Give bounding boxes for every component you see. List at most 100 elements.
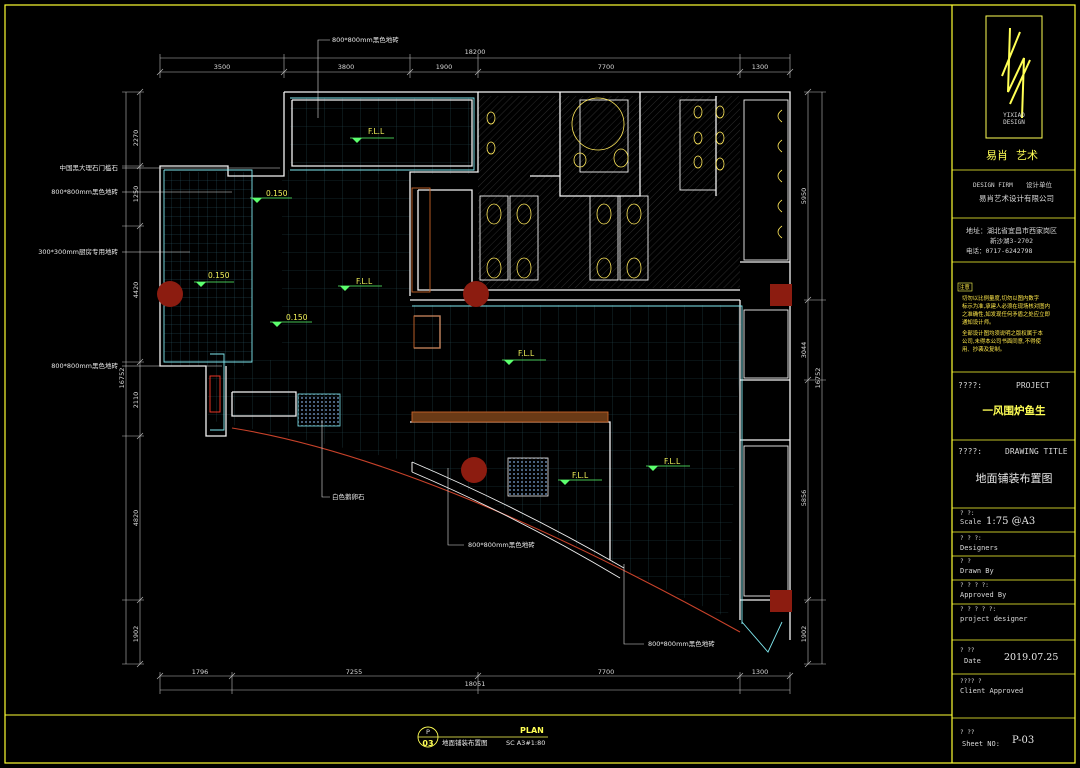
note-label: 注意 — [959, 283, 970, 291]
plan-tag-p: P — [426, 728, 430, 736]
plan-tag-scale: SC A3#1:80 — [506, 739, 545, 747]
curved-facade — [231, 427, 741, 633]
note-line-5: 全部设计图均须说明之版权属于本 — [962, 329, 1043, 337]
level-4: 0.150 — [286, 313, 308, 322]
dims-bottom: 1796 7255 7700 1300 18051 — [192, 668, 769, 688]
design-firm-label: DESIGN FIRM — [973, 182, 1013, 189]
callout-5: 800*800mm黑色地砖 — [51, 361, 118, 370]
toilet-stalls — [479, 99, 789, 597]
pd-label: project designer — [960, 615, 1027, 623]
firm-name: 易肖艺术设计有限公司 — [979, 193, 1054, 203]
title-block-rules — [952, 169, 1075, 719]
callout-1: 800*800mm黑色地砖 — [332, 35, 399, 44]
callout-7: 800*800mm黑色地砖 — [468, 540, 535, 549]
level-3: 0.150 — [208, 271, 230, 280]
carpet-grid — [507, 457, 549, 497]
dim-left-3: 4420 — [132, 282, 140, 299]
fixtures — [486, 97, 783, 279]
project-prefix: ????: — [958, 381, 982, 390]
address-1: 地址：湖北省宜昌市西家岗区 — [966, 226, 1057, 235]
dim-left-2: 1250 — [132, 186, 140, 203]
callout-leaders — [122, 39, 644, 645]
dim-right-3: 5856 — [800, 490, 808, 507]
dim-top-5: 1300 — [752, 63, 769, 71]
designers-label: Designers — [960, 544, 998, 552]
dim-left-1: 2270 — [132, 130, 140, 147]
level-markers — [196, 138, 658, 485]
dim-left-4: 2110 — [132, 392, 140, 409]
dim-right-4: 1902 — [800, 626, 808, 643]
drawn-label: Drawn By — [960, 567, 994, 575]
dim-right-1: 5950 — [800, 188, 808, 205]
approved-label: Approved By — [960, 591, 1006, 599]
scale-prefix: ? ?: — [960, 510, 974, 517]
dims-left: 16752 2270 1250 4420 2110 4820 1902 — [118, 130, 140, 643]
dim-right-total: 16752 — [814, 368, 822, 389]
project-name: 一风围炉鱼生 — [983, 404, 1046, 417]
structural-columns — [157, 281, 792, 612]
dim-bottom-2: 7255 — [346, 668, 363, 676]
logo-en-2: DESIGN — [1003, 119, 1025, 126]
level-8: F.L.L — [664, 457, 681, 466]
pd-prefix: ? ? ? ? ?: — [960, 606, 996, 613]
date-value: 2019.07.25 — [1004, 652, 1058, 663]
level-texts: F.L.L 0.150 0.150 0.150 F.L.L F.L.L F.L.… — [208, 127, 681, 480]
dim-left-6: 1902 — [132, 626, 140, 643]
level-6: F.L.L — [518, 349, 535, 358]
address-2: 新沙湖3-2702 — [990, 236, 1033, 245]
level-1: F.L.L — [368, 127, 385, 136]
level-underlines — [194, 137, 690, 481]
logo-cn-2: 艺术 — [1016, 149, 1038, 162]
sheet-prefix: ? ?? — [960, 729, 975, 736]
furniture — [411, 187, 609, 423]
dim-top-total: 18200 — [465, 48, 486, 56]
sheet-value: P-03 — [1012, 735, 1034, 746]
note-line-3: 之准确性,如发现任何矛盾之处应立即 — [962, 310, 1050, 318]
pebble-bed — [297, 393, 341, 427]
approved-prefix: ? ? ? ?: — [960, 582, 989, 589]
level-7: F.L.L — [572, 471, 589, 480]
red-cabinet — [209, 375, 221, 413]
dims-right: 16752 5950 3044 5856 1902 — [800, 188, 822, 643]
drawing-title: 地面铺装布置图 — [976, 472, 1053, 485]
dim-top-3: 1900 — [436, 63, 453, 71]
dim-left-total: 16752 — [118, 368, 126, 389]
plan-tag-label: PLAN — [520, 726, 544, 735]
drawn-prefix: ? ? — [960, 558, 971, 565]
dim-bottom-total: 18051 — [465, 680, 486, 688]
note-line-4: 通知设计师。 — [962, 318, 994, 326]
dimension-ticks — [122, 54, 826, 694]
drawing-title-label: DRAWING TITLE — [1005, 447, 1068, 456]
dim-top-4: 7700 — [598, 63, 615, 71]
dim-bottom-4: 1300 — [752, 668, 769, 676]
plan-tag-title: 地面铺装布置图 — [442, 738, 488, 747]
plan-tag: P 03 PLAN 地面铺装布置图 SC A3#1:80 — [417, 726, 548, 748]
client-prefix: ???? ? — [960, 678, 982, 685]
logo-cn: 易肖 — [986, 148, 1008, 162]
callout-2: 中国黑大理石门槛石 — [60, 163, 119, 172]
title-block-text: YIXIAO DESIGN 易肖 艺术 DESIGN FIRM 设计单位 易肖艺… — [957, 112, 1068, 748]
callout-6: 白色鹅卵石 — [332, 492, 365, 501]
note-line-6: 公司,未得本公司书面同意,不得使 — [962, 337, 1042, 345]
dim-top-2: 3800 — [338, 63, 355, 71]
logo-en-1: YIXIAO — [1003, 112, 1025, 119]
callout-8: 800*800mm黑色地砖 — [648, 639, 715, 648]
dim-bottom-3: 7700 — [598, 668, 615, 676]
design-firm-cn: 设计单位 — [1026, 180, 1053, 189]
floor-tiles — [164, 96, 742, 618]
client-label: Client Approved — [960, 687, 1023, 695]
drawing-title-prefix: ????: — [958, 447, 982, 456]
dims-top: 18200 3500 3800 1900 7700 1300 — [214, 48, 769, 71]
dim-left-5: 4820 — [132, 510, 140, 527]
project-label: PROJECT — [1016, 381, 1050, 390]
level-2: 0.150 — [266, 189, 288, 198]
note-line-7: 用、抄袭及复制。 — [962, 345, 1005, 353]
scale-label: Scale — [960, 518, 981, 526]
dim-bottom-1: 1796 — [192, 668, 209, 676]
dim-right-2: 3044 — [800, 342, 808, 359]
dim-top-1: 3500 — [214, 63, 231, 71]
scale-value: 1:75 @A3 — [986, 516, 1035, 527]
dimension-lines — [125, 57, 823, 691]
callout-texts: 800*800mm黑色地砖 中国黑大理石门槛石 800*800mm黑色地砖 30… — [38, 35, 715, 648]
callout-3: 800*800mm黑色地砖 — [51, 187, 118, 196]
